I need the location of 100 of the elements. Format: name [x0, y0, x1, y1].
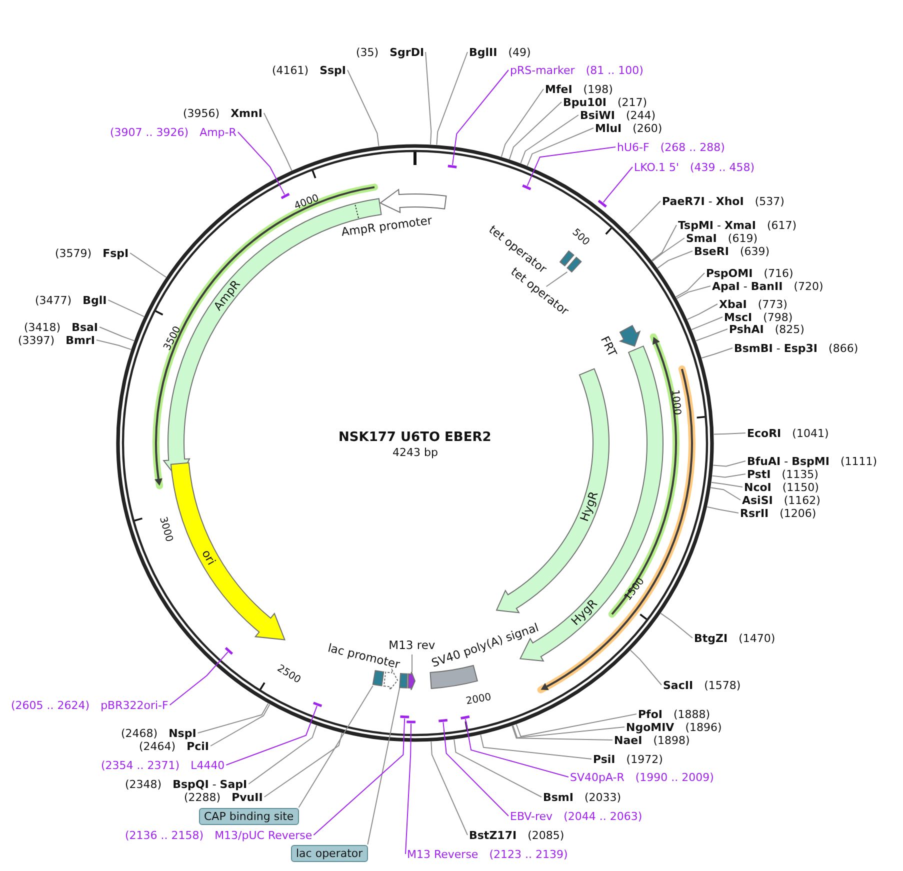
primer-name: LKO.1 5' — [634, 160, 679, 174]
enzyme-name: SmaI — [686, 232, 717, 244]
enzyme-name: BtgZI — [694, 632, 728, 644]
enzyme-name: MluI — [595, 122, 622, 134]
tick-label: 3500 — [162, 324, 184, 352]
leader-line — [526, 146, 616, 186]
cut-position: (617) — [766, 218, 797, 232]
enzyme-name: BsmI — [543, 790, 574, 804]
leader-line — [237, 132, 286, 196]
leader-line — [480, 734, 592, 760]
leader-line — [675, 272, 705, 298]
cut-position: (244) — [626, 108, 656, 122]
leader-line — [630, 650, 662, 686]
feature-label: FRT — [598, 334, 619, 359]
cut-position: (2348) — [125, 778, 162, 790]
leader-line — [657, 250, 693, 269]
cut-position: (1162) — [784, 494, 820, 506]
leader-line — [347, 70, 380, 147]
enzyme-name: PvuII — [232, 790, 263, 804]
leader-line — [442, 722, 509, 816]
enzyme-name: BfuAI - BspMI — [747, 454, 830, 468]
primer-name: EBV-rev — [510, 810, 553, 822]
leader-line — [710, 487, 741, 500]
enzyme-name: RsrII — [740, 506, 769, 520]
enzyme-name: BglI — [82, 294, 107, 306]
enzyme-name: PciI — [186, 740, 210, 752]
cut-position: (198) — [583, 82, 613, 96]
leader-line — [99, 326, 135, 342]
primer-name: pRS-marker — [510, 64, 575, 76]
cut-position: (1150) — [782, 480, 819, 494]
leader-line — [706, 506, 739, 514]
cut-position: (639) — [740, 244, 770, 258]
primer-range: (439 .. 458) — [690, 160, 755, 174]
leader-line — [298, 685, 374, 808]
enzyme-name: MfeI — [545, 82, 572, 96]
enzyme-name: PshAI — [729, 322, 764, 336]
cut-position: (3397) — [18, 334, 55, 346]
leader-line — [686, 304, 718, 320]
enzyme-name: BmrI — [66, 334, 95, 346]
cut-position: (720) — [794, 280, 824, 292]
leader-line — [169, 652, 228, 706]
leader-line — [676, 286, 711, 299]
enzyme-name: FspI — [102, 246, 129, 260]
feature-label: M13 rev — [388, 639, 436, 652]
leader-line — [405, 723, 412, 854]
enzyme-name: BseRI — [694, 244, 729, 258]
tick-label: 4000 — [293, 192, 321, 212]
enzyme-name: ApaI - BanII — [712, 280, 783, 292]
leader-line — [367, 687, 400, 845]
cut-position: (1206) — [780, 506, 816, 520]
enzyme-name: NspI — [168, 726, 196, 740]
enzyme-name: TspMI - XmaI — [678, 218, 756, 232]
enzyme-name: BstZ17I — [469, 828, 517, 842]
enzyme-name: PaeR7I - XhoI — [662, 194, 744, 208]
cut-position: (2288) — [184, 790, 221, 804]
enzyme-name: PsiI — [593, 752, 616, 766]
cut-position: (2033) — [584, 790, 622, 804]
primer-name: SV40pA-R — [570, 770, 624, 784]
leader-line — [464, 718, 569, 778]
leader-line — [210, 704, 270, 746]
enzyme-name: PfoI — [638, 708, 662, 720]
feature-label: ori — [199, 548, 218, 568]
tick-label: 500 — [570, 226, 592, 248]
leader-line — [263, 112, 292, 172]
tick-label: 1000 — [670, 390, 683, 416]
cut-position: (619) — [728, 232, 758, 244]
cut-position: (1135) — [782, 468, 818, 480]
cut-position: (798) — [763, 310, 793, 324]
feature-label: HygR — [578, 490, 602, 524]
enzyme-name: SspI — [320, 64, 346, 76]
cut-position: (866) — [828, 342, 858, 354]
cut-position: (3579) — [55, 246, 92, 260]
plasmid-size: 4243 bp — [392, 446, 438, 458]
enzyme-name: NcoI — [744, 480, 772, 494]
leader-line — [130, 252, 167, 278]
cut-position: (2085) — [528, 828, 564, 842]
leader-line — [452, 70, 509, 166]
enzyme-name: BsaI — [72, 320, 98, 334]
cut-position: (2468) — [121, 726, 158, 740]
enzyme-name: BspQI - SapI — [172, 778, 248, 790]
leader-line — [526, 128, 594, 166]
primer-range: (2354 .. 2371) — [101, 758, 180, 772]
leader-line — [313, 718, 406, 836]
leader-line — [96, 340, 132, 350]
primer-range: (268 .. 288) — [660, 140, 725, 154]
cut-position: (35) — [356, 46, 379, 58]
enzyme-name: PspOMI — [706, 266, 753, 280]
cut-position: (1896) — [685, 720, 722, 734]
leader-line — [691, 316, 723, 330]
cut-position: (1578) — [704, 678, 741, 692]
leader-line — [226, 705, 318, 766]
cut-position: (49) — [508, 46, 531, 58]
cut-position: (2464) — [139, 740, 176, 752]
enzyme-name: XbaI — [719, 298, 747, 310]
primer-name: M13 Reverse — [407, 848, 478, 860]
enzyme-name: BsiWI — [580, 108, 615, 122]
leader-line — [430, 741, 468, 836]
primer-mark — [598, 200, 607, 208]
leader-line — [512, 725, 625, 738]
primer-range: (81 .. 100) — [586, 64, 644, 76]
